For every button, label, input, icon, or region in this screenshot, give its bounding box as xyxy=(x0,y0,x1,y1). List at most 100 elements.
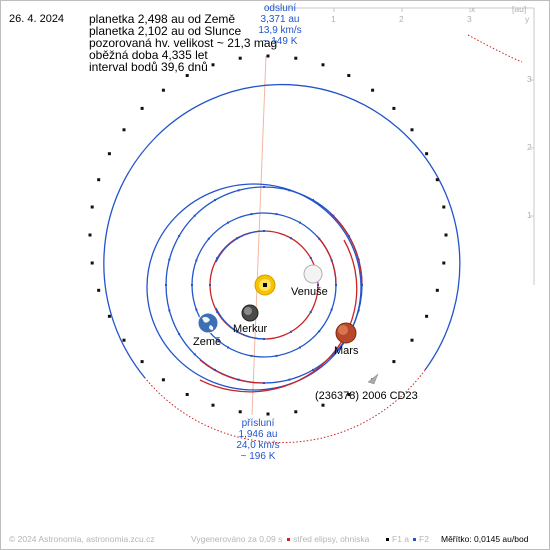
asteroid-orbit-point xyxy=(410,128,414,132)
planet-orbit-point xyxy=(193,214,196,217)
asteroid-marker xyxy=(367,373,379,385)
planet-orbit-point xyxy=(275,354,278,357)
venus xyxy=(303,264,323,284)
planet-orbit-point xyxy=(216,257,219,259)
planet-orbit-points xyxy=(165,186,363,384)
y-tick-2: 2 xyxy=(527,142,532,152)
planet-orbit-point xyxy=(299,346,301,349)
x-axis-ticks xyxy=(333,8,471,12)
planet-orbit-point xyxy=(357,309,360,312)
footer-legend-f2: F2 xyxy=(419,534,429,544)
asteroid-orbit-point xyxy=(266,54,270,58)
planet-orbit-point xyxy=(178,235,181,237)
asteroid-orbit-point xyxy=(442,205,446,209)
y-tick-1: 1 xyxy=(527,210,532,220)
info-period: oběžná doba 4,335 let xyxy=(89,48,208,62)
asteroid-orbit-point xyxy=(107,152,111,156)
planet-orbit-point xyxy=(335,284,337,286)
planet-orbit-point xyxy=(347,235,350,237)
asteroid-orbit-point xyxy=(140,360,144,364)
asteroid-orbit-point xyxy=(90,261,94,265)
asteroid-orbit-point xyxy=(294,410,298,414)
y-axis-ticks xyxy=(530,79,534,217)
planet-orbit-point xyxy=(290,330,292,333)
asteroid-orbit-point xyxy=(161,378,165,382)
earth xyxy=(197,312,219,334)
footer-generated: Vygenerováno za 0,09 s xyxy=(191,534,283,544)
footer-legend-center: střed elipsy, ohniska xyxy=(293,534,370,544)
planet-orbit-point xyxy=(237,378,240,381)
mars-orbit-red xyxy=(199,239,358,393)
planet-orbit-point xyxy=(309,257,312,259)
planet-orbit-point xyxy=(263,338,265,340)
asteroid-orbit-point xyxy=(425,314,429,318)
planet-orbit-point xyxy=(332,353,335,356)
planet-orbit-point xyxy=(332,214,335,217)
planet-orbit-point xyxy=(227,346,229,349)
asteroid-orbit-point xyxy=(161,88,165,92)
asteroid-orbit-point xyxy=(211,403,215,407)
apsis-line xyxy=(251,55,267,416)
info-earth-distance: planetka 2,498 au od Země xyxy=(89,12,236,26)
planet-orbit-point xyxy=(168,309,171,312)
planet-orbit-point xyxy=(195,259,198,262)
planet-orbit-point xyxy=(357,258,360,261)
asteroid-orbit-point xyxy=(435,178,439,182)
planet-orbit-point xyxy=(214,199,216,202)
planet-orbit-point xyxy=(216,311,219,313)
planet-orbit-point xyxy=(168,258,171,261)
footer-legend-f1: F1 a xyxy=(392,534,410,544)
asteroid-orbit-point xyxy=(122,128,126,132)
asteroid-orbit-red xyxy=(144,369,426,444)
asteroid-orbit-point xyxy=(442,261,446,265)
asteroid-orbit-point xyxy=(107,314,111,318)
planet-orbit-point xyxy=(214,368,216,371)
asteroid-orbit-point xyxy=(435,288,439,292)
x-tick-3: 3 xyxy=(467,14,472,24)
planet-orbit-point xyxy=(288,378,291,381)
venus-label: Venuše xyxy=(291,286,328,298)
info-magnitude: pozorovaná hv. velikost ~ 21,3 mag xyxy=(89,36,278,50)
asteroid-orbit-point xyxy=(140,106,144,110)
y-axis-label: y xyxy=(525,14,530,24)
asteroid-orbit-point xyxy=(294,56,298,60)
asteroid-orbit-points xyxy=(88,54,448,416)
planet-orbit-point xyxy=(288,189,291,192)
mars-orbit-blue xyxy=(146,183,362,391)
y-tick-3: 3 xyxy=(527,74,532,84)
planet-orbit-point xyxy=(193,353,196,356)
footer-copyright[interactable]: © 2024 Astronomia, astronomia.zcu.cz xyxy=(9,534,155,544)
asteroid-orbit-point xyxy=(122,338,126,342)
asteroid-orbit-point xyxy=(321,403,325,407)
planet-orbit-point xyxy=(263,230,265,232)
planet-orbit-point xyxy=(361,284,363,286)
asteroid-orbit-point xyxy=(410,338,414,342)
x-axis-label: x xyxy=(471,4,476,14)
planet-orbit-point xyxy=(318,237,321,240)
asteroid-orbit-tail xyxy=(467,34,523,63)
asteroid-orbit-point xyxy=(185,74,189,77)
asteroid-orbit-point xyxy=(347,74,351,77)
x-tick-2: 2 xyxy=(399,14,404,24)
asteroid-orbit-point xyxy=(97,178,101,182)
planet-orbit-point xyxy=(309,311,312,313)
asteroid-orbit-point xyxy=(347,393,351,396)
asteroid-orbit-point xyxy=(185,393,189,396)
earth-label: Země xyxy=(193,336,222,348)
asteroid-label: (236378) 2006 CD23 xyxy=(315,390,418,402)
asteroid-orbit-point xyxy=(88,233,92,237)
planet-orbit-point xyxy=(237,189,240,192)
asteroid-orbit-point xyxy=(371,88,375,92)
planet-orbit-point xyxy=(330,308,333,311)
info-interval: interval bodů 39,6 dnů xyxy=(89,60,208,74)
asteroid-orbit-point xyxy=(392,106,396,110)
unit-label: [au] xyxy=(512,4,527,14)
planet-orbit-point xyxy=(236,330,238,333)
mars-label: Mars xyxy=(334,345,359,357)
planet-orbit-point xyxy=(317,284,319,286)
date-label: 26. 4. 2024 xyxy=(9,13,65,25)
planet-orbit-point xyxy=(250,213,253,216)
planet-orbit-point xyxy=(299,221,301,224)
